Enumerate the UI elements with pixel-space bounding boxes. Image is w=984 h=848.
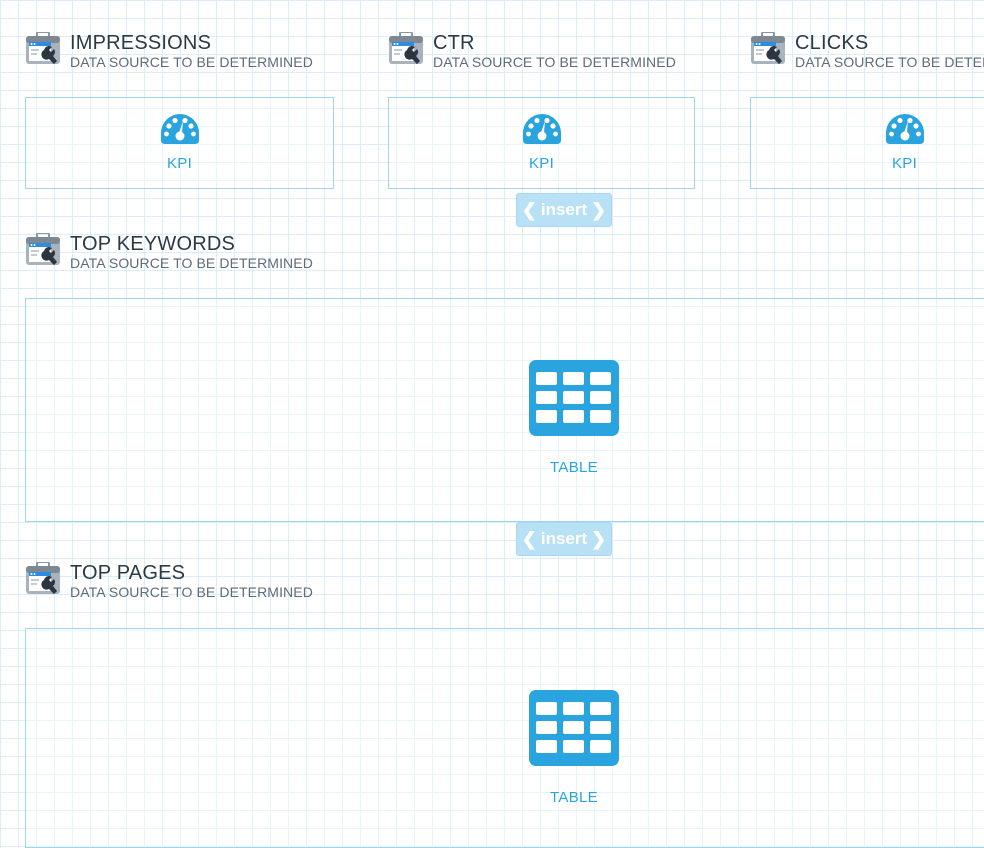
gauge-icon <box>160 113 200 145</box>
widget-header-clicks: CLICKS DATA SOURCE TO BE DETERMINED <box>750 32 984 72</box>
table-panel-top-keywords[interactable]: TABLE <box>25 298 984 522</box>
data-source-label[interactable]: DATA SOURCE TO BE DETERMINED <box>433 54 676 70</box>
chevron-left-icon: ❮ <box>521 529 537 549</box>
datasource-toolbox-icon[interactable] <box>388 32 424 66</box>
widget-header-ctr: CTR DATA SOURCE TO BE DETERMINED <box>388 32 708 72</box>
insert-label: insert <box>540 200 588 219</box>
data-source-label[interactable]: DATA SOURCE TO BE DETERMINED <box>70 255 313 271</box>
datasource-toolbox-icon[interactable] <box>25 233 61 267</box>
kpi-panel-ctr[interactable]: KPI <box>388 97 695 189</box>
widget-title: TOP PAGES <box>70 562 186 584</box>
table-icon <box>529 360 619 436</box>
data-source-label[interactable]: DATA SOURCE TO BE DETERMINED <box>795 54 984 70</box>
widget-type-label: KPI <box>528 155 555 172</box>
gauge-icon <box>522 113 562 145</box>
widget-header-top-pages: TOP PAGES DATA SOURCE TO BE DETERMINED <box>25 562 425 602</box>
widget-type-label: KPI <box>166 155 193 172</box>
widget-type-label: TABLE <box>550 789 598 806</box>
table-panel-top-pages[interactable]: TABLE <box>25 628 984 848</box>
datasource-toolbox-icon[interactable] <box>25 562 61 596</box>
widget-header-top-keywords: TOP KEYWORDS DATA SOURCE TO BE DETERMINE… <box>25 233 425 273</box>
table-icon <box>529 690 619 766</box>
widget-header-impressions: IMPRESSIONS DATA SOURCE TO BE DETERMINED <box>25 32 345 72</box>
insert-label: insert <box>540 529 588 548</box>
widget-title: CLICKS <box>795 32 869 54</box>
widget-title: IMPRESSIONS <box>70 32 212 54</box>
widget-type-label: TABLE <box>550 459 598 476</box>
insert-button[interactable]: ❮ insert ❯ <box>516 193 612 227</box>
chevron-right-icon: ❯ <box>591 529 607 549</box>
data-source-label[interactable]: DATA SOURCE TO BE DETERMINED <box>70 54 313 70</box>
widget-type-label: KPI <box>891 155 918 172</box>
data-source-label[interactable]: DATA SOURCE TO BE DETERMINED <box>70 584 313 600</box>
gauge-icon <box>885 113 925 145</box>
datasource-toolbox-icon[interactable] <box>750 32 786 66</box>
kpi-panel-impressions[interactable]: KPI <box>25 97 334 189</box>
widget-title: TOP KEYWORDS <box>70 233 236 255</box>
insert-button[interactable]: ❮ insert ❯ <box>516 522 612 556</box>
datasource-toolbox-icon[interactable] <box>25 32 61 66</box>
widget-title: CTR <box>433 32 475 54</box>
chevron-right-icon: ❯ <box>591 200 607 220</box>
kpi-panel-clicks[interactable]: KPI <box>750 97 984 189</box>
chevron-left-icon: ❮ <box>521 200 537 220</box>
